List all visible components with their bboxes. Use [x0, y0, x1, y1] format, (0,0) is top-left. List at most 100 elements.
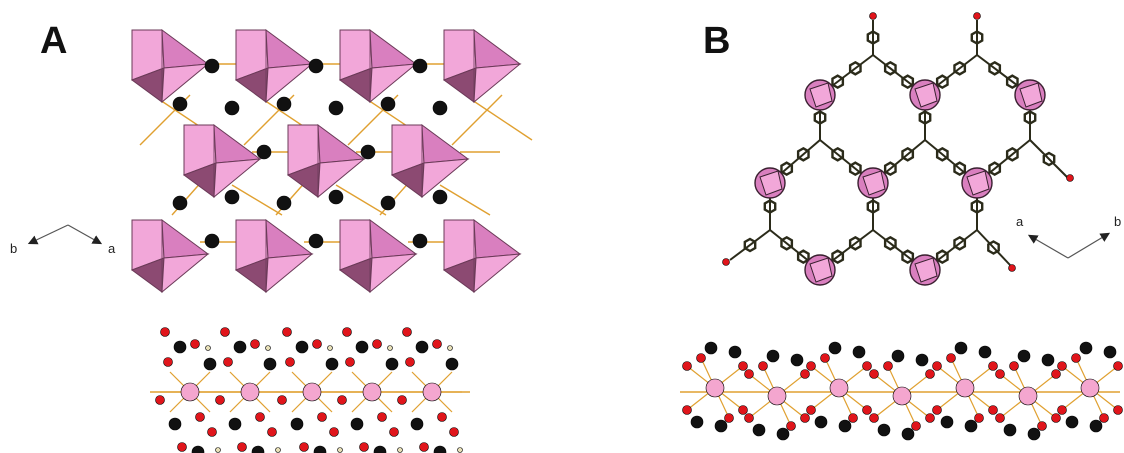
- carbon-atom: [432, 100, 448, 116]
- benzene-ring: [883, 235, 897, 251]
- metal-atom: [1018, 386, 1038, 406]
- oxygen-atom: [973, 12, 981, 20]
- metal-cluster-face: [862, 170, 886, 196]
- oxygen-atom: [359, 442, 369, 452]
- benzene-ring: [743, 237, 757, 253]
- metal-atom: [829, 378, 849, 398]
- carbon-atom: [1089, 419, 1103, 433]
- polyhedron-face: [161, 218, 210, 259]
- polyhedron-face: [473, 253, 522, 294]
- panel-b-axis-label-b: b: [1114, 214, 1121, 229]
- polyhedron-face: [161, 63, 210, 104]
- oxygen-atom: [267, 427, 277, 437]
- oxygen-atom: [419, 442, 429, 452]
- carbon-atom: [1079, 341, 1093, 355]
- oxygen-atom: [869, 369, 879, 379]
- carbon-atom: [838, 419, 852, 433]
- benzene-ring: [796, 249, 810, 265]
- hydrogen-atom: [337, 447, 343, 453]
- hydrogen-atom: [327, 345, 333, 351]
- hydrogen-atom: [275, 447, 281, 453]
- carbon-atom: [325, 357, 339, 371]
- oxygen-atom: [160, 327, 170, 337]
- benzene-ring: [831, 74, 845, 90]
- carbon-atom: [224, 100, 240, 116]
- oxygen-atom: [911, 421, 921, 431]
- polyhedron-face: [369, 28, 418, 69]
- carbon-atom: [940, 415, 954, 429]
- oxygen-atom: [389, 427, 399, 437]
- oxygen-atom: [215, 395, 225, 405]
- carbon-atom: [964, 419, 978, 433]
- oxygen-atom: [372, 339, 382, 349]
- oxygen-atom: [397, 395, 407, 405]
- oxygen-atom: [988, 405, 998, 415]
- carbon-atom: [328, 189, 344, 205]
- metal-cluster-face: [759, 170, 783, 196]
- metal-atom: [892, 386, 912, 406]
- oxygen-atom: [250, 339, 260, 349]
- hydrogen-atom: [447, 345, 453, 351]
- carbon-atom: [256, 144, 272, 160]
- oxygen-atom: [337, 395, 347, 405]
- hydrogen-atom: [215, 447, 221, 453]
- oxygen-atom: [1057, 405, 1067, 415]
- panel-b-chain-view: [680, 341, 1123, 441]
- carbon-atom: [191, 445, 205, 453]
- bond: [471, 99, 533, 141]
- carbon-atom: [776, 427, 790, 441]
- panel-a-axis-indicator: b a: [10, 224, 116, 256]
- carbon-atom: [172, 96, 188, 112]
- oxygen-atom: [449, 427, 459, 437]
- carbon-atom: [704, 341, 718, 355]
- polyhedron-face: [161, 253, 210, 294]
- oxygen-atom: [1113, 361, 1123, 371]
- polyhedron-face: [265, 253, 314, 294]
- carbon-atom: [877, 423, 891, 437]
- polyhedron-face: [161, 28, 210, 69]
- metal-atom: [240, 382, 260, 402]
- carbon-atom: [766, 349, 780, 363]
- carbon-atom: [891, 349, 905, 363]
- oxygen-atom: [405, 357, 415, 367]
- carbon-atom: [915, 353, 929, 367]
- oxygen-atom: [932, 361, 942, 371]
- benzene-ring: [953, 235, 967, 251]
- metal-atom: [705, 378, 725, 398]
- polyhedron-face: [369, 253, 418, 294]
- panel-b-axis-label-a: a: [1016, 214, 1024, 229]
- carbon-atom: [290, 417, 304, 431]
- carbon-atom: [790, 353, 804, 367]
- axis-arrow-icon: [67, 224, 103, 245]
- benzene-ring: [901, 74, 915, 90]
- benzene-ring: [780, 161, 794, 177]
- carbon-atom: [814, 415, 828, 429]
- oxygen-atom: [1051, 413, 1061, 423]
- carbon-atom: [276, 96, 292, 112]
- oxygen-atom: [342, 327, 352, 337]
- carbon-atom: [752, 423, 766, 437]
- polyhedron-face: [473, 218, 522, 259]
- benzene-ring: [866, 30, 880, 45]
- benzene-ring: [918, 110, 932, 125]
- benzene-ring: [848, 60, 862, 76]
- metal-atom: [302, 382, 322, 402]
- oxygen-atom: [1008, 264, 1016, 272]
- panel-a-axis-label-a: a: [108, 241, 116, 256]
- metal-cluster-face: [914, 82, 938, 108]
- panel-b-honeycomb-network: [722, 12, 1074, 286]
- oxygen-atom: [946, 353, 956, 363]
- carbon-atom: [852, 345, 866, 359]
- oxygen-atom: [682, 361, 692, 371]
- carbon-atom: [228, 417, 242, 431]
- carbon-atom: [350, 417, 364, 431]
- carbon-atom: [380, 195, 396, 211]
- carbon-atom: [204, 58, 220, 74]
- oxygen-atom: [432, 339, 442, 349]
- carbon-atom: [1017, 349, 1031, 363]
- benzene-ring: [883, 60, 897, 76]
- linker-bond: [1029, 139, 1069, 179]
- benzene-ring: [935, 74, 949, 90]
- benzene-ring: [763, 199, 777, 214]
- polyhedron-face: [369, 63, 418, 104]
